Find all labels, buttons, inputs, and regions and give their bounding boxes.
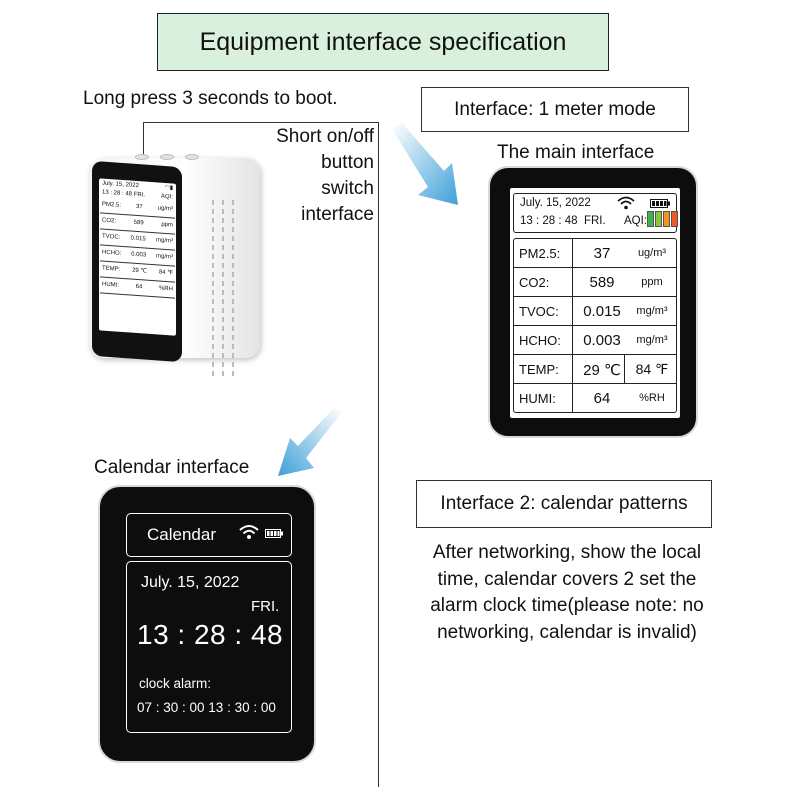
aqi-bar [671,211,678,227]
short-button-label: Short on/off button switch interface [276,126,374,225]
aqi-bar [655,211,662,227]
main-header: July. 15, 2022 13 : 28 : 48 FRI. AQI: [513,193,678,233]
mode2-box: Interface 2: calendar patterns [416,480,712,528]
description-text: After networking, show the local time, c… [430,542,704,643]
calendar-date: July. 15, 2022 [141,574,240,591]
top-button [135,154,149,160]
main-interface-device: July. 15, 2022 13 : 28 : 48 FRI. AQI: P [488,166,698,438]
divider-line [378,122,380,787]
connector-line [143,122,379,124]
device-front: July. 15, 2022◠▮ 13 : 28 : 48 FRI.AQI: P… [92,160,182,363]
alarm-label: clock alarm: [139,676,212,691]
device-photo: July. 15, 2022◠▮ 13 : 28 : 48 FRI.AQI: P… [90,150,260,376]
connector-line-hook [143,122,145,167]
mode1-box: Interface: 1 meter mode [421,87,689,132]
battery-icon [265,529,283,538]
calendar-time: 13 : 28 : 48 [137,619,284,650]
aqi-indicator [647,211,678,227]
arrow-icon [278,408,342,476]
long-press-label: Long press 3 seconds to boot. [83,88,338,109]
top-button [160,154,174,160]
calendar-body: July. 15, 2022 FRI. 13 : 28 : 48 clock a… [126,561,292,733]
calendar-title: Calendar [147,525,216,544]
main-time: 13 : 28 : 48 FRI. [520,215,606,227]
main-interface-label: The main interface [497,142,655,163]
reading-row: HUMI:64%RH [514,384,676,413]
vent-grille [208,198,240,376]
main-screen: July. 15, 2022 13 : 28 : 48 FRI. AQI: P [510,188,680,418]
calendar-device: Calendar July. 15, 2022 FRI. 13 : 28 : 4… [98,485,316,763]
calendar-header: Calendar [126,513,292,557]
wifi-icon [617,196,635,210]
calendar-interface-label: Calendar interface [94,457,250,478]
aqi-bar [647,211,654,227]
alarm-times: 07 : 30 : 00 13 : 30 : 00 [137,700,276,715]
aqi-label: AQI: [624,215,648,227]
wifi-icon: ◠▮ [164,185,173,192]
mini-screen: July. 15, 2022◠▮ 13 : 28 : 48 FRI.AQI: P… [99,178,176,336]
page-title: Equipment interface specification [157,13,609,71]
calendar-day: FRI. [251,598,280,615]
aqi-bar [663,211,670,227]
top-button [185,154,199,160]
wifi-icon [239,525,259,539]
arrow-icon [392,123,458,205]
main-date: July. 15, 2022 [520,197,591,209]
battery-icon [650,199,670,208]
